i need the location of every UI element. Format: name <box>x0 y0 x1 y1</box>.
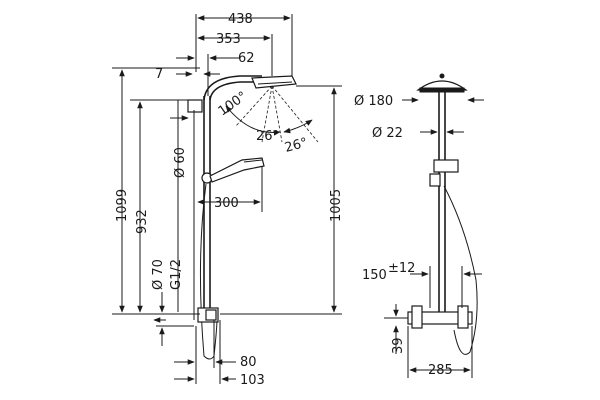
dim-angle-26-a: 26° <box>256 129 279 144</box>
dim-103: 103 <box>240 373 265 388</box>
dim-438: 438 <box>228 12 253 27</box>
dim-353: 353 <box>216 32 241 47</box>
dim-62: 62 <box>238 51 255 66</box>
dim-tolerance-12: ±12 <box>388 261 415 276</box>
hand-shower-holder-front <box>433 159 459 173</box>
thermostat-front <box>407 305 473 329</box>
dim-1099: 1099 <box>115 189 130 222</box>
dim-dia-22: Ø 22 <box>372 126 403 141</box>
dim-angle-100: 100° <box>216 89 250 119</box>
dim-dia-60: Ø 60 <box>173 147 188 178</box>
dim-dia-180: Ø 180 <box>354 94 393 109</box>
dim-285: 285 <box>428 363 453 378</box>
dim-80: 80 <box>240 355 257 370</box>
dim-39: 39 <box>391 337 406 354</box>
wall-bracket-top <box>187 99 203 113</box>
dim-150: 150 <box>362 268 387 283</box>
dim-932: 932 <box>135 209 150 234</box>
dim-300: 300 <box>214 196 239 211</box>
overhead-shower-head <box>251 75 297 89</box>
dim-thread-g12: G1/2 <box>169 259 184 290</box>
overhead-shower-front <box>416 73 468 93</box>
dim-dia-70: Ø 70 <box>151 259 166 290</box>
hand-shower <box>201 157 265 184</box>
dim-7: 7 <box>155 67 163 82</box>
dim-angle-26-b: 26° <box>283 135 309 155</box>
side-view <box>112 14 342 384</box>
dimension-labels: 438 353 62 7 100° 26° 26° Ø 60 1099 932 … <box>115 12 453 388</box>
dim-1005: 1005 <box>329 189 344 222</box>
front-view <box>384 73 484 378</box>
